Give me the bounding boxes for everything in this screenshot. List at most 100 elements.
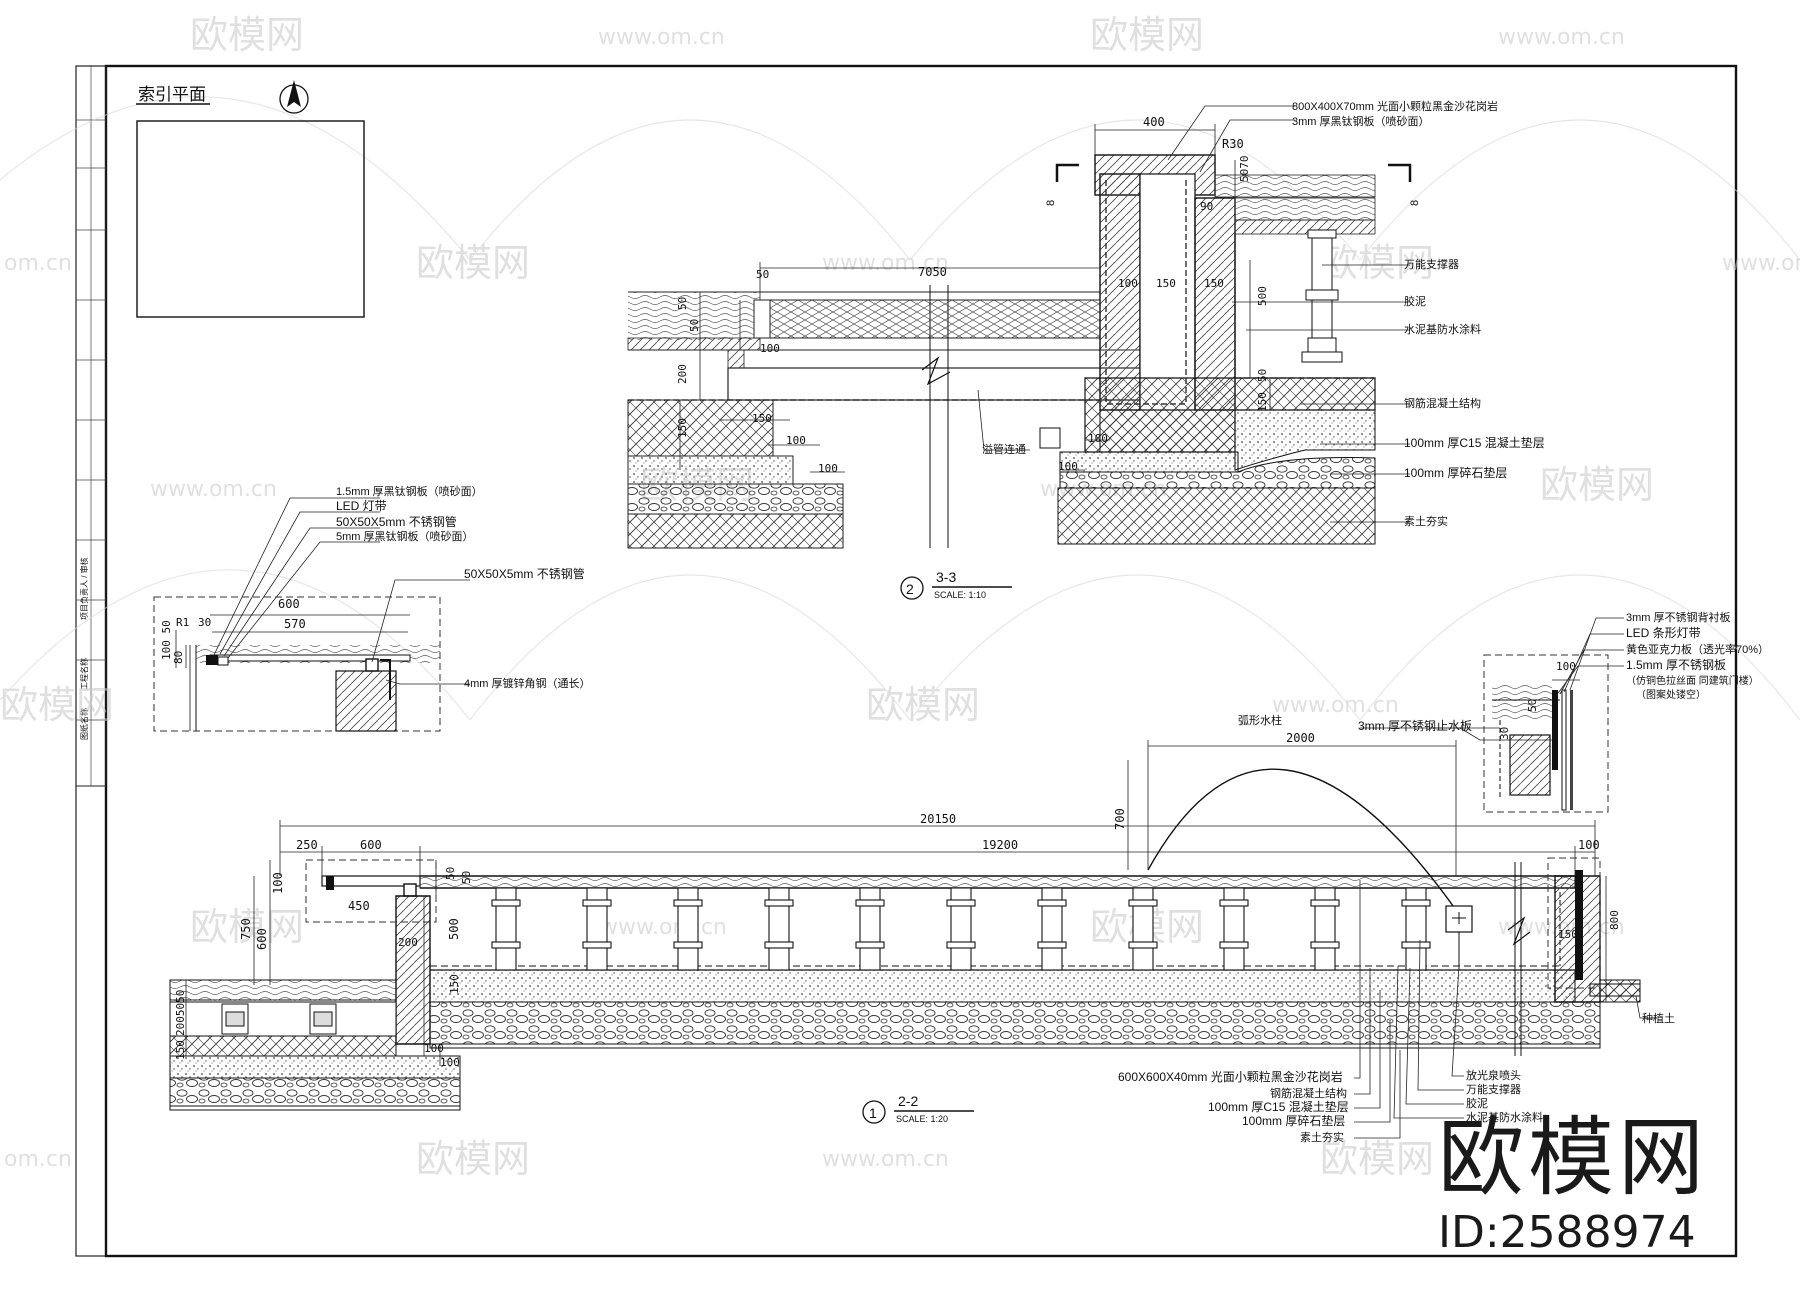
s22-label-granite: 600X600X40mm 光面小颗粒黑金沙花岗岩	[1118, 1069, 1343, 1084]
s22-dim-500: 500	[447, 918, 461, 940]
left-support-pedestals	[221, 1003, 337, 1035]
dim-50-top: 50	[756, 268, 769, 281]
dl-label-4: 5mm 厚黑钛钢板（喷砂面）	[336, 529, 474, 543]
dr-dim-100: 100	[1556, 660, 1576, 673]
section-3-3-number: 2	[906, 581, 914, 597]
brand-corner: 欧模网 ID:2588974	[1438, 1110, 1708, 1260]
dim-150-a: 150	[1156, 277, 1176, 290]
dr-label-3: 黄色亚克力板（透光率70%）	[1626, 642, 1769, 656]
dim-5070: 5070	[1238, 156, 1251, 183]
index-plan: 索引平面	[136, 80, 365, 318]
watermark-brand-6: 欧模网	[1540, 463, 1654, 507]
s33-label-structure: 钢筋混凝土结构	[1404, 396, 1481, 410]
s22-dim-800: 800	[1608, 910, 1621, 930]
dim-150-d: 150	[752, 412, 772, 425]
s22-dim-100v: 100	[271, 872, 285, 894]
s22-dim-150r: 150	[1558, 928, 1578, 941]
dr-label-2: LED 条形灯带	[1626, 626, 1701, 640]
section-3-3-scale: SCALE: 1:10	[934, 590, 986, 600]
section-2-2-number: 1	[869, 1105, 877, 1121]
s22-dim-50v: 50	[444, 867, 457, 880]
watermark-short-2: om.cn	[4, 1147, 72, 1172]
dim-400: 400	[1143, 115, 1165, 129]
s22-label-planting: 种植土	[1642, 1011, 1675, 1025]
watermark-brand-9: 欧模网	[190, 905, 304, 949]
fountain-nozzle-icon	[1445, 905, 1473, 970]
arc-water-jet	[1147, 768, 1457, 911]
s22-dim-200b: 2005050	[174, 990, 187, 1036]
s22-dim-200: 200	[398, 936, 418, 949]
s22-lip-label: 3mm 厚不锈钢止水板	[1358, 719, 1472, 733]
section-2-2-scale: SCALE: 1:20	[896, 1114, 948, 1124]
dim-150-c: 150	[676, 418, 689, 438]
dim-50-v: 50	[676, 297, 689, 310]
dim-100-a: 100	[1118, 277, 1138, 290]
s22-label-soil: 素土夯实	[1300, 1130, 1344, 1144]
dim-150-e: 150	[1256, 392, 1269, 412]
s22-label-waterproof: 水泥基防水涂料	[1466, 1110, 1543, 1124]
section-2-2-name: 2-2	[898, 1093, 918, 1109]
section-3-3-title: 2 3-3 SCALE: 1:10	[900, 569, 1012, 600]
s33-label-mortar: 胶泥	[1404, 294, 1426, 308]
watermark-url-3: www.om.cn	[822, 251, 949, 276]
s33-label-soil: 素土夯实	[1404, 514, 1448, 528]
s33-label-gravel: 100mm 厚碎石垫层	[1404, 465, 1507, 480]
s33-label-support: 万能支撑器	[1404, 257, 1459, 271]
pool-support-columns	[491, 887, 1431, 971]
section-3-3: 8 8 400 R30 5070 90 100 150 150 500	[627, 99, 1545, 600]
s33-label-steel-plate: 3mm 厚黑钛钢板（喷砂面）	[1292, 114, 1430, 128]
watermark-brand-7: 欧模网	[0, 683, 114, 727]
s22-label-gravel: 100mm 厚碎石垫层	[1242, 1113, 1345, 1128]
s22-arc-label: 弧形水柱	[1238, 713, 1282, 727]
watermark-brand-11: 欧模网	[416, 1137, 530, 1181]
s22-label-structure: 钢筋混凝土结构	[1270, 1086, 1347, 1100]
watermark-brand-1: 欧模网	[190, 13, 304, 57]
s22-dim-100c: 100	[440, 1056, 460, 1069]
s33-label-granite: 800X400X70mm 光面小颗粒黑金沙花岗岩	[1292, 99, 1498, 113]
detail-left: 1.5mm 厚黑钛钢板（喷砂面） LED 灯带 50X50X5mm 不锈钢管 5…	[153, 484, 591, 732]
s22-dim-100b: 100	[424, 1042, 444, 1055]
watermark-url-10: www.om.cn	[822, 1147, 949, 1172]
s22-dim-250: 250	[296, 838, 318, 852]
s33-label-c15: 100mm 厚C15 混凝土垫层	[1404, 435, 1545, 450]
s22-arc-dim: 2000	[1286, 731, 1315, 745]
watermark-url-2: www.om.cn	[1498, 25, 1625, 50]
s22-label-support: 万能支撑器	[1466, 1082, 1521, 1096]
s33-label-waterproof: 水泥基防水涂料	[1404, 322, 1481, 336]
dl-label-5: 50X50X5mm 不锈钢管	[464, 566, 585, 581]
dr-label-5: （仿铜色拉丝面 同建筑门楼）	[1626, 674, 1759, 687]
dl-label-3: 50X50X5mm 不锈钢管	[336, 514, 457, 529]
dr-label-4: 1.5mm 厚不锈钢板	[1626, 658, 1726, 672]
s33-pipe-label: 溢管连通	[982, 442, 1026, 456]
s22-dim-600: 600	[360, 838, 382, 852]
dim-100-c: 100	[786, 434, 806, 447]
s22-dim-150: 150	[448, 974, 461, 994]
dim-500: 500	[1256, 286, 1269, 306]
dim-7050: 7050	[918, 265, 947, 279]
watermark-brand-12: 欧模网	[1320, 1137, 1434, 1181]
dl-dim-10050: 100 50	[160, 620, 173, 660]
watermark-url-8: www.om.cn	[600, 915, 727, 940]
dl-dim-80: 80	[172, 651, 185, 664]
watermark-url-7: www.om.cn	[1272, 693, 1399, 718]
detail-right: 3mm 厚不锈钢背衬板 LED 条形灯带 黄色亚克力板（透光率70%） 1.5m…	[1360, 610, 1769, 813]
watermark-url-4: www.om.cn	[1722, 251, 1800, 276]
dim-100-b: 100	[760, 342, 780, 355]
support-pedestal-icon	[1301, 229, 1343, 363]
title-block-text-2: 工程名称	[79, 658, 89, 690]
dr-label-6: （图案处镂空）	[1636, 688, 1706, 701]
watermark-brand-3: 欧模网	[416, 241, 530, 285]
section-3-3-name: 3-3	[936, 569, 956, 585]
cut-mark-right: 8	[1409, 200, 1421, 206]
dr-label-1: 3mm 厚不锈钢背衬板	[1626, 610, 1731, 624]
dl-label-2: LED 灯带	[336, 499, 387, 513]
s22-dim-600v: 600	[255, 928, 269, 950]
dim-200: 200	[676, 364, 689, 384]
s22-dim-150b: 150	[174, 1040, 187, 1060]
s22-label-c15: 100mm 厚C15 混凝土垫层	[1208, 1099, 1349, 1114]
s22-arc-h: 700	[1113, 808, 1127, 830]
dl-label-1: 1.5mm 厚黑钛钢板（喷砂面）	[336, 484, 483, 498]
dim-90: 90	[1200, 200, 1213, 213]
s22-dim-450: 450	[348, 899, 370, 913]
title-block-text-1: 图纸名称	[79, 708, 89, 740]
